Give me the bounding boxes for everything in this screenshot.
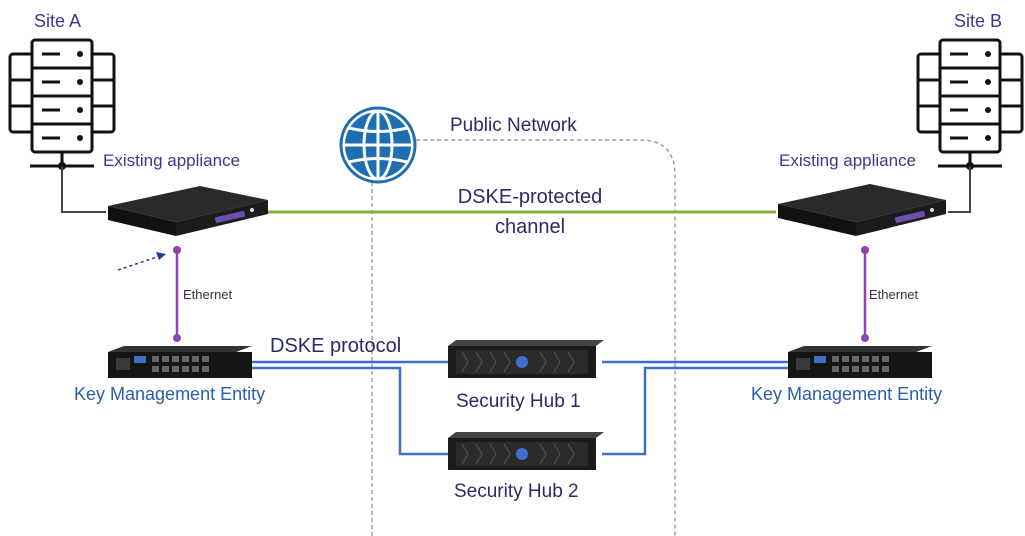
channel-label-line1: DSKE-protected: [457, 186, 603, 208]
site-b-rack-link: [948, 166, 971, 213]
dske-protocol-label: DSKE protocol: [270, 335, 402, 357]
security-hub-2-label: Security Hub 2: [454, 481, 579, 502]
site-a-server-rack-icon: [8, 38, 116, 172]
security-hub-2-server-icon: [448, 432, 604, 470]
dotted-arrow-icon: [117, 252, 166, 271]
site-a-kme-switch-icon: [108, 346, 252, 378]
security-hub-1-label: Security Hub 1: [456, 391, 581, 412]
public-network-boundary: [371, 139, 676, 536]
site-b-kme-label: Key Management Entity: [751, 384, 943, 404]
site-a-rack-link: [61, 166, 106, 213]
channel-label: DSKE-protected channel: [430, 182, 630, 242]
security-hub-1-server-icon: [448, 340, 604, 378]
site-b-ethernet-label: Ethernet: [869, 287, 919, 302]
channel-label-line2: channel: [494, 216, 566, 238]
globe-icon: [339, 106, 417, 184]
site-b-server-rack-icon: [916, 38, 1024, 172]
site-b-appliance-label: Existing appliance: [779, 151, 917, 170]
protocol-line-hub2-to-b: [602, 366, 788, 456]
site-b-kme-switch-icon: [788, 346, 932, 378]
public-network-label: Public Network: [450, 115, 577, 136]
site-a-network-appliance-icon: [108, 186, 268, 236]
site-b-network-appliance-icon: [778, 184, 946, 236]
site-b-label: Site B: [954, 11, 1003, 31]
protocol-line-to-hub2: [252, 366, 450, 456]
site-a-appliance-label: Existing appliance: [103, 151, 241, 170]
site-a-kme-label: Key Management Entity: [74, 384, 266, 404]
site-a-ethernet-label: Ethernet: [183, 287, 233, 302]
site-a-label: Site A: [34, 11, 82, 31]
